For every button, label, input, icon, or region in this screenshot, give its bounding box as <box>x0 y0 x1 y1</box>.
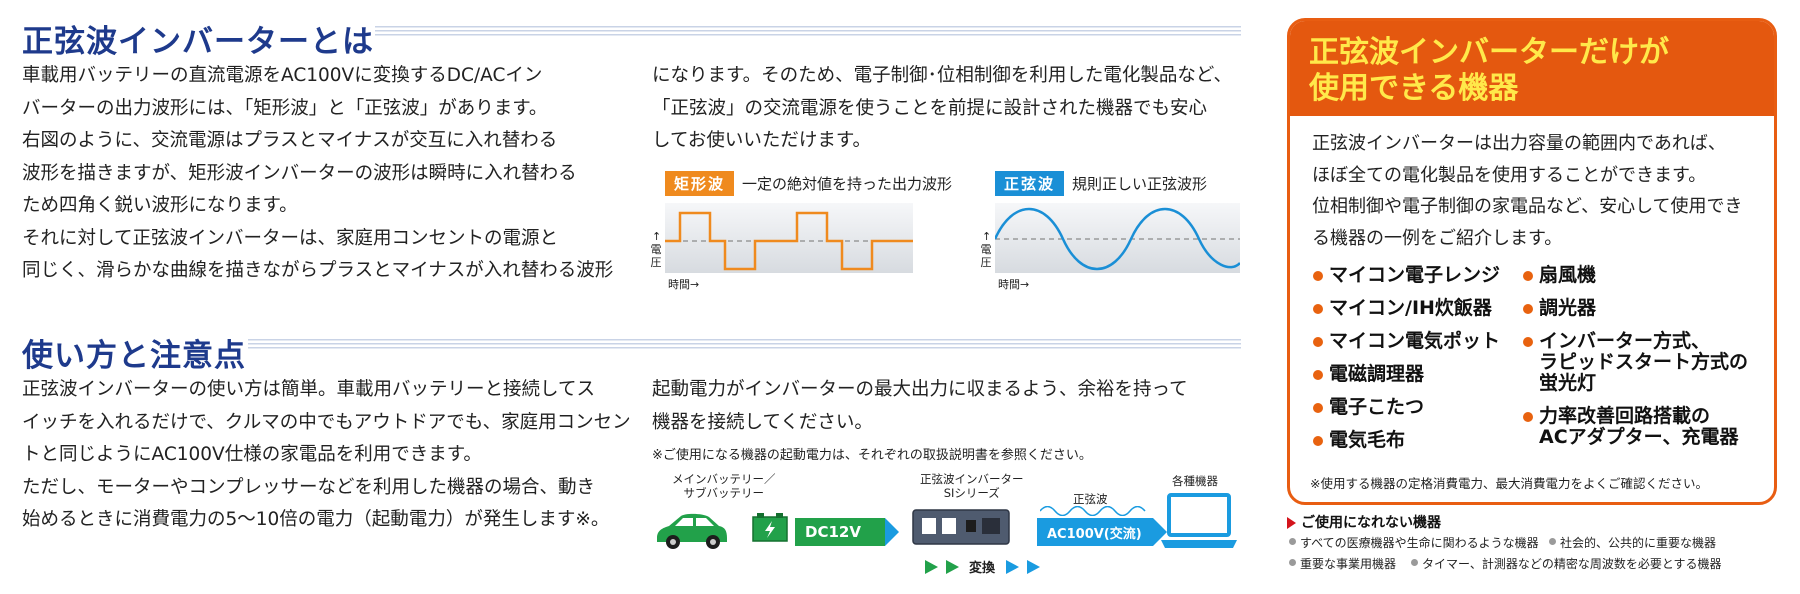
section-title-usage: 使い方と注意点 <box>22 338 246 374</box>
sine-label: 正弦波 <box>1073 492 1108 506</box>
list-item: マイコン電子レンジ <box>1313 265 1500 286</box>
play-arrow-icon <box>925 559 938 574</box>
sine-axis-voltage: 電圧 <box>980 243 992 269</box>
panel-footnote: ※使用する機器の定格消費電力、最大消費電力をよくご確認ください。 <box>1310 476 1708 491</box>
panel-header: 正弦波インバーターだけが 使用できる機器 <box>1290 21 1774 116</box>
play-arrow-icon <box>946 559 959 574</box>
square-wave-graph <box>665 211 913 271</box>
list-item: 重要な事業用機器 <box>1289 555 1396 572</box>
sine-wave-graph <box>993 207 1241 271</box>
inverter-label: 正弦波インバーター SIシリーズ <box>920 472 1024 500</box>
sine-axis-up: ↑ <box>982 230 992 243</box>
sine-axis-time: 時間→ <box>998 278 1030 291</box>
ac100v-arrow: AC100V(交流) <box>1037 518 1167 546</box>
list-item: 力率改善回路搭載の ACアダプター、充電器 <box>1523 406 1748 448</box>
dc12v-arrow: DC12V <box>795 518 899 546</box>
square-axis-time: 時間→ <box>668 278 700 291</box>
sine-wave-badge: 正弦波 <box>995 171 1065 196</box>
list-item: 電子こたつ <box>1313 397 1500 418</box>
list-item: マイコン電気ポット <box>1313 331 1500 352</box>
list-item: すべての医療機器や生命に関わるような機器 <box>1289 534 1539 551</box>
section-title-sine-inverter: 正弦波インバーターとは <box>22 24 374 60</box>
square-axis-voltage: 電圧 <box>650 243 662 269</box>
list-item: マイコン/IH炊飯器 <box>1313 298 1500 319</box>
usage-paragraph-right: 起動電力がインバーターの最大出力に収まるよう、余裕を持って 機器を接続してくださ… <box>652 379 1188 433</box>
square-wave-badge: 矩形波 <box>665 171 735 196</box>
panel-body: 正弦波インバーターは出力容量の範囲内であれば、 ほぼ全ての電化製品を使用すること… <box>1290 116 1774 254</box>
triangle-marker-icon <box>1287 517 1296 529</box>
list-item: タイマー、計測器などの精密な周波数を必要とする機器 <box>1411 555 1722 572</box>
compatible-devices-panel: 正弦波インバーターだけが 使用できる機器 正弦波インバーターは出力容量の範囲内で… <box>1287 18 1777 505</box>
sine-wave-small-icon <box>1040 506 1146 516</box>
square-wave-label: 矩形波 一定の絶対値を持った出力波形 <box>665 171 952 196</box>
startup-power-note: ※ご使用になる機器の起動電力は、それぞれの取扱説明書を参照ください。 <box>652 448 1092 463</box>
car-icon <box>657 513 727 549</box>
list-item: インバーター方式、 ラピッドスタート方式の 蛍光灯 <box>1523 331 1748 394</box>
convert-arrows: 変換 <box>923 557 1041 576</box>
device-list-left: マイコン電子レンジ マイコン/IH炊飯器 マイコン電気ポット 電磁調理器 電子こ… <box>1313 265 1500 451</box>
play-arrow-icon <box>1027 559 1041 574</box>
panel-intro: 正弦波インバーターは出力容量の範囲内であれば、 ほぼ全ての電化製品を使用すること… <box>1312 133 1743 249</box>
list-item: 扇風機 <box>1523 265 1748 286</box>
title-rule <box>375 26 1241 38</box>
usage-paragraph-left: 正弦波インバーターの使い方は簡単。車載用バッテリーと接続してス イッチを入れるだ… <box>22 379 631 530</box>
list-item: 調光器 <box>1523 298 1748 319</box>
device-list-right: 扇風機 調光器 インバーター方式、 ラピッドスタート方式の 蛍光灯 力率改善回路… <box>1523 265 1748 448</box>
panel-title: 正弦波インバーターだけが 使用できる機器 <box>1309 35 1669 106</box>
list-item: 電磁調理器 <box>1313 364 1500 385</box>
sine-wave-plot <box>993 203 1241 273</box>
battery-label: メインバッテリー／ サブバッテリー <box>672 472 776 500</box>
play-arrow-icon <box>1006 559 1020 574</box>
laptop-icon <box>1161 493 1237 548</box>
list-item: 社会的、公共的に重要な機器 <box>1549 534 1716 551</box>
sine-wave-label: 正弦波 規則正しい正弦波形 <box>995 171 1207 196</box>
convert-label: 変換 <box>969 561 996 576</box>
square-axis-up: ↑ <box>652 230 662 243</box>
unusable-title: ご使用になれない機器 <box>1287 512 1441 532</box>
intro-paragraph-left: 車載用バッテリーの直流電源をAC100Vに変換するDC/ACイン バーターの出力… <box>22 65 614 281</box>
square-wave-plot <box>665 203 913 273</box>
list-item: 電気毛布 <box>1313 430 1500 451</box>
devices-label: 各種機器 <box>1172 474 1218 488</box>
inverter-icon <box>912 509 1010 545</box>
title-rule <box>248 339 1241 351</box>
battery-icon <box>752 513 788 542</box>
intro-paragraph-right: になります。そのため、電子制御･位相制御を利用した電化製品など、 「正弦波」の交… <box>652 65 1232 151</box>
